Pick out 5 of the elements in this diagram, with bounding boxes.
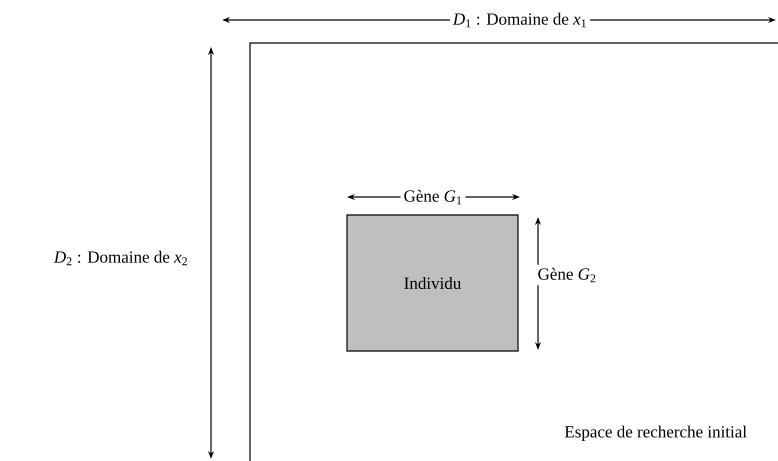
individual-box: Individu	[346, 214, 519, 352]
dimension-label: D$_{1}$ : Domaine de x$_{1}$	[450, 10, 590, 30]
dimension-label: D$_{2}$ : Domaine de x$_{2}$	[50, 248, 192, 268]
dimension-label: Gène G$_{1}$	[400, 186, 466, 208]
dimension-label: Gène G$_{2}$	[534, 264, 600, 286]
